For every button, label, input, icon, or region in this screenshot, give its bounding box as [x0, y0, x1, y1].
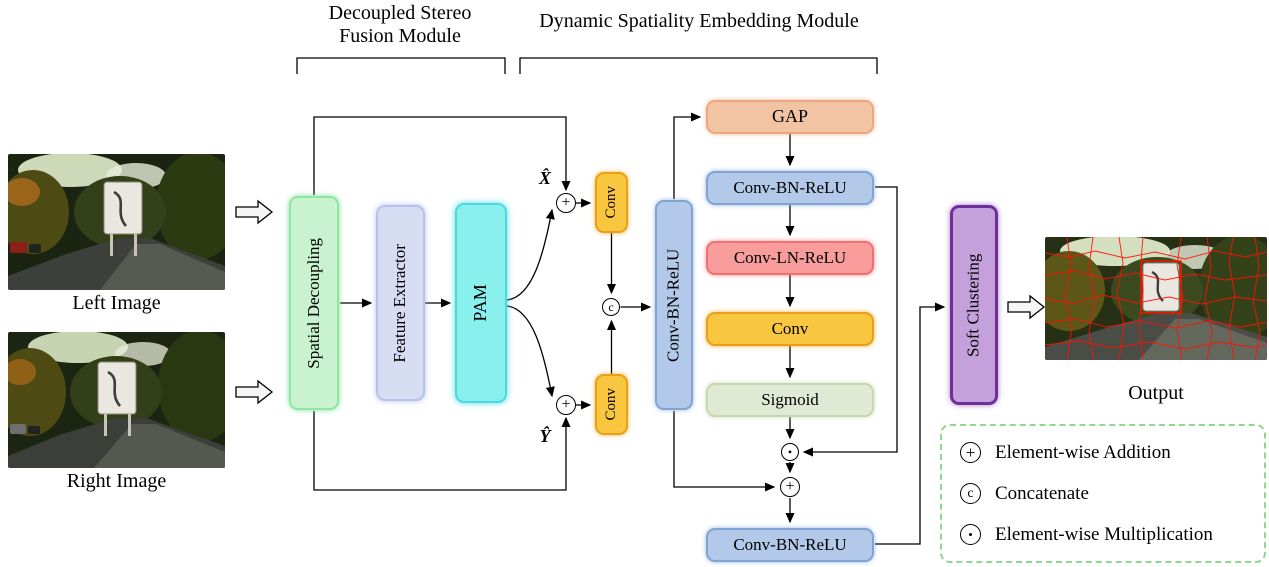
add-symbol: + [785, 478, 795, 495]
block-spatial-decoupling: Spatial Decoupling [289, 196, 339, 410]
add-node-bottom: + [556, 395, 576, 415]
block-label: Conv-BN-ReLU [663, 248, 683, 362]
multiply-node: • [781, 443, 799, 461]
block-conv-bottom: Conv [595, 374, 628, 435]
block-conv-ln-relu: Conv-LN-ReLU [706, 241, 874, 275]
block-label: Conv [771, 318, 809, 338]
block-label: Conv [603, 186, 620, 219]
multiply-icon: • [960, 524, 981, 545]
signal-y-hat: Ŷ [539, 426, 551, 446]
block-feature-extractor: Feature Extractor [376, 205, 425, 401]
legend-item-concatenate: c Concatenate [960, 483, 1258, 505]
signal-x-hat: X̂ [538, 168, 551, 188]
legend-label: Element-wise Addition [995, 441, 1171, 463]
dse-bracket [519, 57, 878, 74]
concat-symbol: c [608, 299, 614, 314]
block-pam: PAM [455, 203, 507, 403]
right-image-flow-arrow [235, 379, 274, 405]
block-label: Conv-BN-ReLU [733, 534, 847, 554]
right-image [8, 332, 225, 468]
legend-label: Concatenate [995, 482, 1089, 504]
block-label: Spatial Decoupling [303, 237, 323, 369]
block-label: Conv-LN-ReLU [733, 247, 847, 267]
legend: + Element-wise Addition c Concatenate • … [940, 424, 1266, 563]
add-symbol: + [561, 396, 571, 413]
left-image-flow-arrow [235, 199, 274, 225]
right-image-caption: Right Image [66, 470, 167, 492]
output-flow-arrow [1007, 294, 1046, 320]
block-conv-bn-relu-vertical: Conv-BN-ReLU [655, 200, 693, 410]
module-title-dse: Dynamic Spatiality Embedding Module [539, 10, 859, 32]
block-label: Conv [603, 388, 620, 421]
add-symbol: + [561, 194, 571, 211]
concat-node: c [602, 298, 620, 316]
block-label: Sigmoid [761, 389, 819, 409]
concat-icon: c [960, 483, 981, 504]
add-node-right: + [780, 477, 800, 497]
block-conv-top: Conv [595, 172, 628, 233]
legend-label: Element-wise Multiplication [995, 523, 1213, 545]
left-image-caption: Left Image [72, 292, 161, 314]
block-label: GAP [771, 106, 808, 127]
legend-item-multiplication: • Element-wise Multiplication [960, 524, 1258, 546]
block-label: Feature Extractor [390, 243, 410, 363]
add-icon: + [960, 442, 981, 463]
block-label: PAM [470, 284, 491, 322]
left-image [8, 154, 225, 290]
add-node-top: + [556, 193, 576, 213]
multiply-symbol: • [787, 444, 793, 459]
block-conv-bn-relu-1: Conv-BN-ReLU [706, 171, 874, 205]
module-title-dsf: Decoupled Stereo Fusion Module [328, 2, 472, 47]
output-image [1045, 237, 1267, 360]
block-sigmoid: Sigmoid [706, 383, 874, 417]
block-label: Soft Clustering [963, 253, 983, 357]
block-label: Conv-BN-ReLU [733, 177, 847, 197]
block-conv-bn-relu-2: Conv-BN-ReLU [706, 528, 874, 562]
block-gap: GAP [706, 100, 874, 134]
block-soft-clustering: Soft Clustering [950, 205, 998, 405]
legend-item-addition: + Element-wise Addition [960, 442, 1258, 464]
block-conv-mid: Conv [706, 312, 874, 346]
output-image-caption: Output [1128, 382, 1184, 404]
dsf-bracket [296, 57, 506, 74]
